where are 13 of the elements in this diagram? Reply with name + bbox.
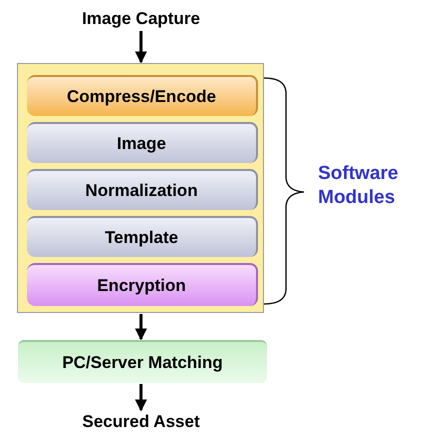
start-label: Image Capture bbox=[41, 8, 241, 30]
end-label: Secured Asset bbox=[41, 411, 241, 433]
arrow bbox=[135, 384, 147, 412]
group-label: Software Modules bbox=[318, 162, 400, 210]
module-stack-panel bbox=[17, 63, 264, 313]
module-box: Compress/Encode bbox=[27, 75, 258, 116]
arrow bbox=[135, 31, 147, 64]
module-box: Image bbox=[27, 122, 258, 163]
process-box: PC/Server Matching bbox=[18, 340, 267, 383]
module-box: Encryption bbox=[27, 263, 258, 306]
arrow bbox=[135, 314, 147, 340]
module-box: Normalization bbox=[27, 169, 258, 210]
module-box: Template bbox=[27, 216, 258, 257]
